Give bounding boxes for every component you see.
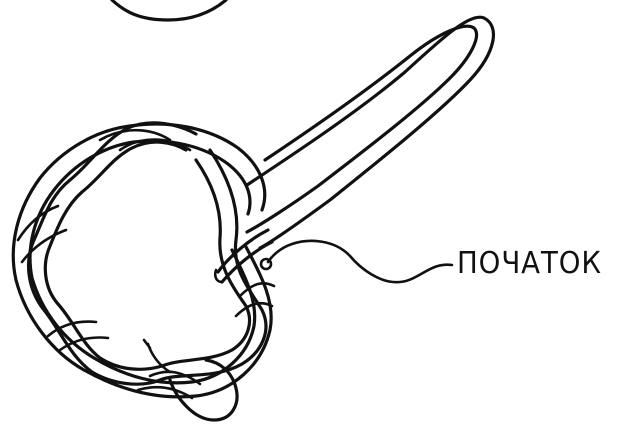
loose-end-bottom: [170, 360, 237, 420]
top-circle-fragment: [112, 0, 226, 20]
loop-inner-strand: [247, 26, 477, 232]
start-pointer-line: [268, 241, 452, 282]
loop-outer-strand: [247, 17, 493, 248]
ring-strand-a: [13, 124, 271, 397]
start-label: ПОЧАТОК: [457, 246, 602, 281]
weave-crossing-left: [18, 206, 66, 262]
start-pointer-dot: [261, 259, 271, 269]
